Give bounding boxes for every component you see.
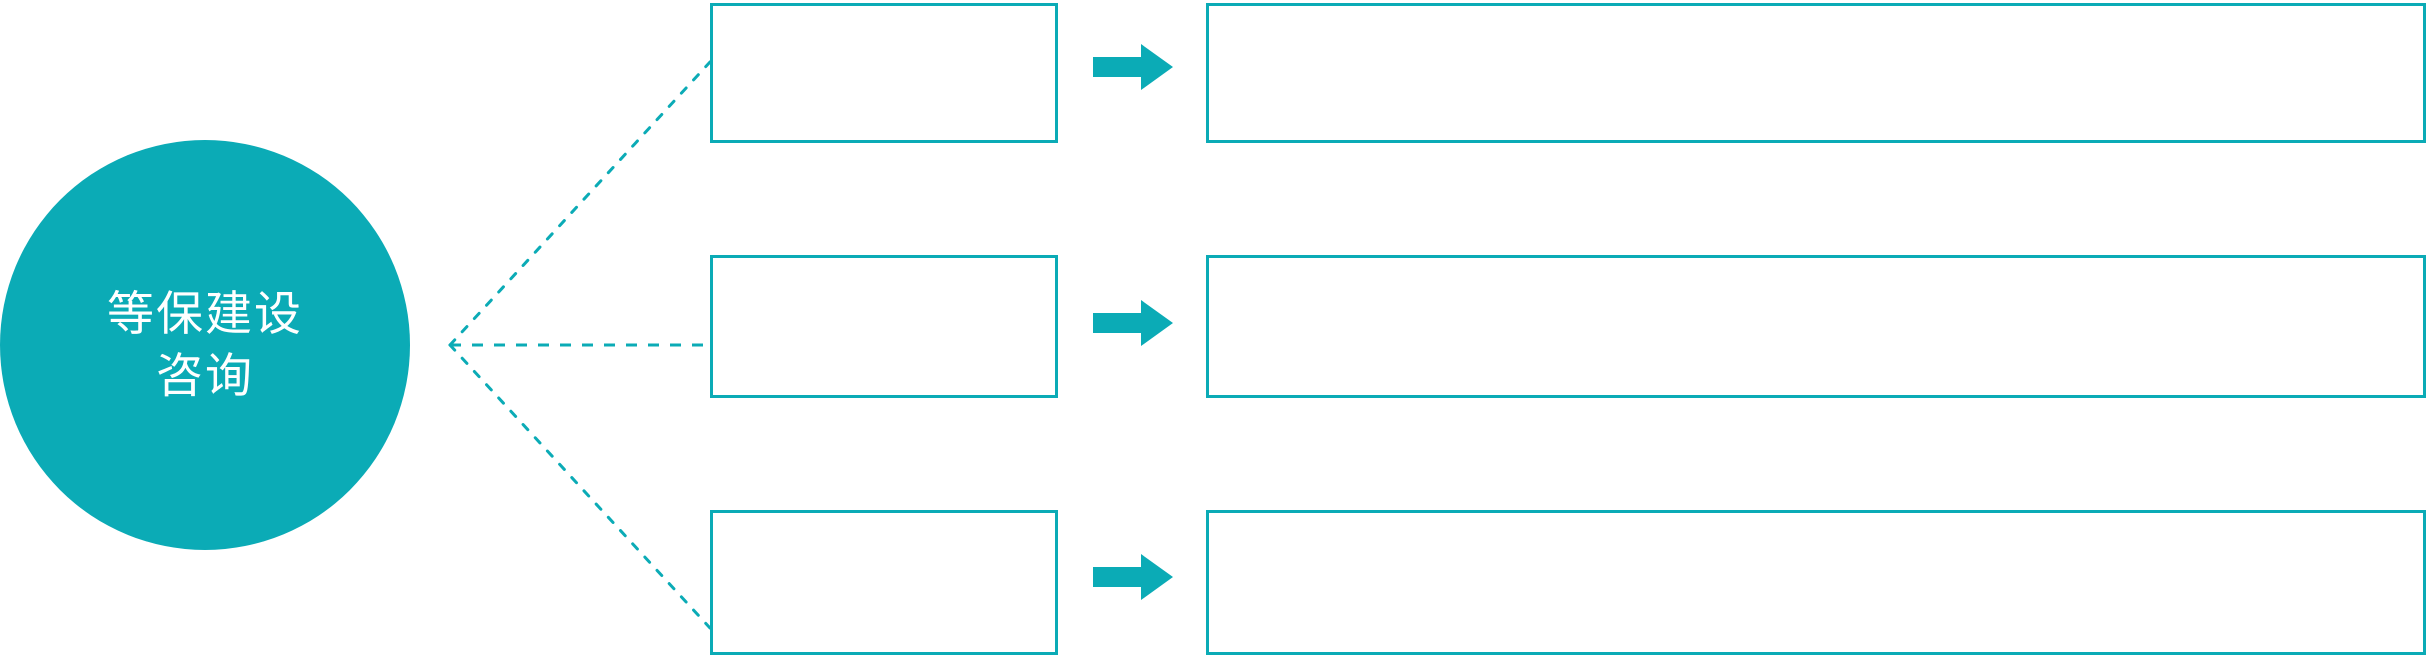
stage-box-row3[interactable] bbox=[710, 510, 1058, 655]
stage-box-row1[interactable] bbox=[710, 3, 1058, 143]
hub-label-line-1: 等保建设 bbox=[107, 286, 303, 340]
right-arrow-icon-row1 bbox=[1093, 44, 1173, 90]
detail-box-row1[interactable] bbox=[1206, 3, 2426, 143]
connector-line-row3 bbox=[448, 343, 712, 630]
connector-line-row1 bbox=[448, 60, 712, 347]
hub-circle[interactable]: 等保建设 咨询 bbox=[0, 140, 410, 550]
detail-box-row2[interactable] bbox=[1206, 255, 2426, 398]
right-arrow-icon-row3 bbox=[1093, 554, 1173, 600]
right-arrow-icon-row2 bbox=[1093, 300, 1173, 346]
hub-label-line-2: 咨询 bbox=[156, 349, 254, 402]
detail-box-row3[interactable] bbox=[1206, 510, 2426, 655]
stage-box-row2[interactable] bbox=[710, 255, 1058, 398]
